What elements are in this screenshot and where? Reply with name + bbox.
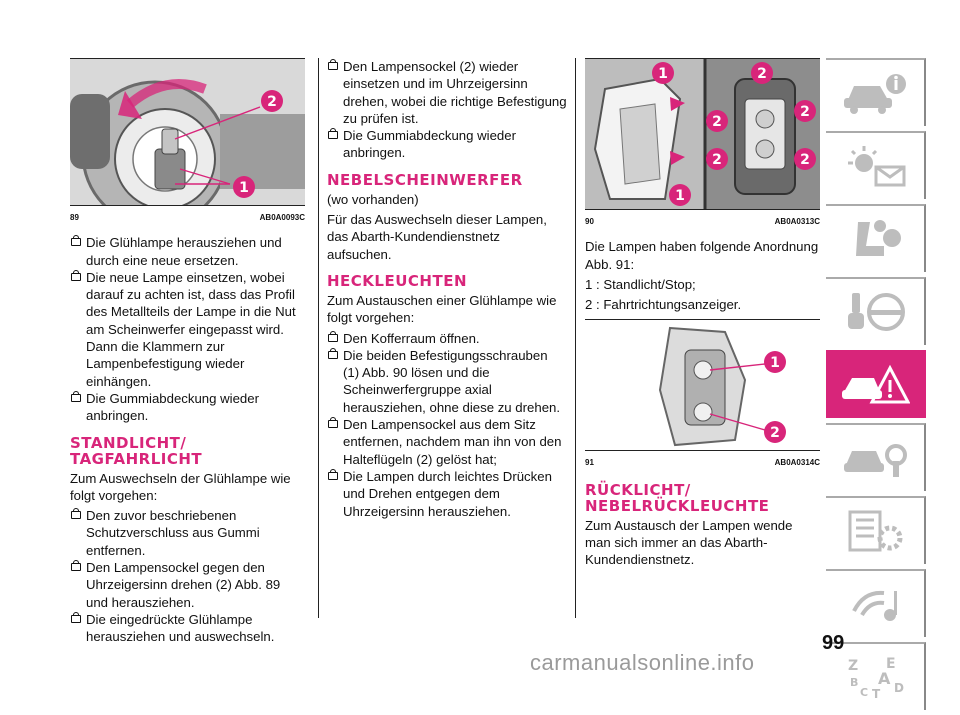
body-text: Die Lampen haben folgende Anordnung Abb.… xyxy=(585,239,819,272)
index-letter: E xyxy=(886,656,896,672)
dashboard-lights-icon xyxy=(848,146,906,187)
chapter-tab-maintenance[interactable] xyxy=(826,423,926,491)
intro-text: Zum Auswechseln der Glühlampe wie folgt … xyxy=(70,470,291,503)
figure-number: 89 xyxy=(70,213,79,222)
key-steering-wheel-icon xyxy=(848,293,905,331)
section-heading: RÜCKLICHT/ NEBELRÜCKLEUCHTE xyxy=(585,480,770,515)
column-1: 2 1 89 AB0A0093C Die Glühlampe herauszie… xyxy=(70,58,305,646)
chapter-tab-emergency[interactable] xyxy=(826,350,926,418)
callout-2: 2 xyxy=(757,66,767,82)
legend-item: 2 : Fahrtrichtungsanzeiger. xyxy=(585,297,742,313)
figure-caption: 89 AB0A0093C xyxy=(70,209,305,226)
figure-caption: 90 AB0A0313C xyxy=(585,213,820,230)
section-heading: NEBELSCHEINWERFER xyxy=(327,170,523,189)
seat-airbag-icon xyxy=(856,220,901,256)
intro-text: Zum Austauschen einer Glühlampe wie folg… xyxy=(327,292,557,326)
callout-2: 2 xyxy=(267,94,277,110)
figure-caption: 91 AB0A0314C xyxy=(585,454,820,471)
chapter-tab-starting-driving[interactable] xyxy=(826,277,926,345)
figure-number: 90 xyxy=(585,217,594,226)
index-letter: C xyxy=(860,686,868,699)
step: Die Gummiabdeckung wieder anbringen. xyxy=(327,127,567,162)
watermark: carmanualsonline.info xyxy=(530,650,755,675)
figure-top-rule xyxy=(585,58,820,59)
figure-bottom-rule xyxy=(585,450,820,452)
step: Die neue Lampe einsetzen, wobei darauf z… xyxy=(70,269,305,390)
step: Die eingedrückte Glühlampe herausziehen … xyxy=(70,611,305,646)
column-2: Den Lampensockel (2) wieder einsetzen un… xyxy=(327,58,567,520)
legend-item: 1 : Standlicht/Stop; xyxy=(585,276,696,292)
callout-2: 2 xyxy=(770,425,780,441)
multimedia-icon xyxy=(852,590,897,621)
body-text: Für das Auswechseln dieser Lampen, das A… xyxy=(327,212,547,262)
column-divider xyxy=(575,58,576,618)
step: Den zuvor beschriebenen Schutzverschluss… xyxy=(70,507,305,559)
index-letter: Z xyxy=(848,658,858,674)
step: Die Gummiabdeckung wieder anbringen. xyxy=(70,390,305,425)
specs-gear-icon xyxy=(848,510,903,552)
chapter-tab-multimedia[interactable] xyxy=(826,569,926,637)
figure-number: 91 xyxy=(585,458,594,468)
callout-1: 1 xyxy=(770,355,780,371)
figure-top-rule xyxy=(585,319,820,321)
chapter-tab-dashboard[interactable] xyxy=(826,131,926,199)
figure-bottom-rule xyxy=(70,205,305,206)
page-number: 99 xyxy=(822,632,845,654)
car-service-icon xyxy=(844,444,907,477)
index-letter: A xyxy=(878,669,891,688)
callout-2: 2 xyxy=(712,114,722,130)
callout-2: 2 xyxy=(712,152,722,168)
figure-90: 1 2 2 2 2 2 1 xyxy=(585,59,820,209)
chapter-tab-specifications[interactable] xyxy=(826,496,926,564)
chapter-tab-car-info[interactable] xyxy=(826,58,926,126)
index-letter: T xyxy=(872,687,881,700)
callout-1: 1 xyxy=(658,66,668,82)
index-letter: D xyxy=(894,681,904,695)
body-text: Zum Austausch der Lampen wende man sich … xyxy=(585,517,793,568)
step: Den Lampensockel (2) wieder einsetzen un… xyxy=(327,58,567,127)
figure-89: 2 1 xyxy=(70,59,305,205)
callout-1: 1 xyxy=(239,180,249,196)
step: Den Kofferraum öffnen. xyxy=(327,330,567,347)
figure-code: AB0A0093C xyxy=(259,213,305,222)
step: Den Lampensockel gegen den Uhrzeigersinn… xyxy=(70,559,305,611)
figure-top-rule xyxy=(70,58,305,59)
figure-91: 1 2 xyxy=(585,320,820,451)
chapter-tab-safety[interactable] xyxy=(826,204,926,272)
callout-2: 2 xyxy=(800,152,810,168)
figure-bottom-rule xyxy=(585,209,820,210)
step: Die Lampen durch leichtes Drücken und Dr… xyxy=(327,468,567,520)
callout-2: 2 xyxy=(800,104,810,120)
section-heading: HECKLEUCHTEN xyxy=(327,271,468,290)
note-text: (wo vorhanden) xyxy=(327,191,419,207)
callout-1: 1 xyxy=(675,188,685,204)
figure-code: AB0A0313C xyxy=(774,217,820,226)
car-info-icon xyxy=(844,74,906,114)
section-heading: STANDLICHT/ TAGFAHRLICHT xyxy=(70,433,203,468)
column-divider xyxy=(318,58,319,618)
step: Die Glühlampe herausziehen und durch ein… xyxy=(70,234,305,269)
car-warning-triangle-icon xyxy=(842,364,910,404)
alphabetical-index-icon: Z E B A C T D xyxy=(848,656,904,700)
column-3: 1 2 2 2 2 2 1 90 AB0A0313C Die Lampen ha… xyxy=(585,58,820,572)
chapter-sidebar: Z E B A C T D xyxy=(826,58,926,715)
step: Die beiden Befestigungsschrauben (1) Abb… xyxy=(327,347,567,416)
figure-code: AB0A0314C xyxy=(774,458,820,468)
step: Den Lampensockel aus dem Sitz entfernen,… xyxy=(327,416,567,468)
